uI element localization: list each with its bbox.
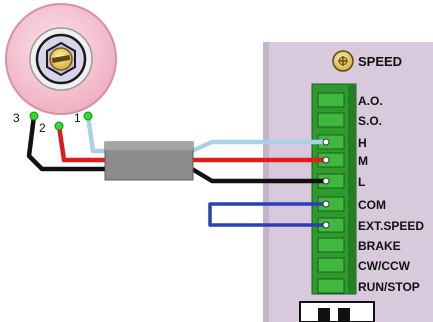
terminal-label-cw-ccw: CW/CCW — [358, 259, 411, 273]
terminal-slot-cw-ccw — [317, 257, 345, 273]
terminal-block — [311, 83, 357, 295]
jumper-wire — [208, 202, 326, 227]
pin-3-dot — [29, 111, 39, 121]
pot-wire-l — [26, 115, 108, 172]
pin-2-dot — [54, 121, 64, 131]
speed-label: SPEED — [358, 54, 402, 69]
pin-label-3: 3 — [13, 111, 20, 125]
pin-label-1: 1 — [74, 111, 81, 125]
terminal-label-brake: BRAKE — [358, 239, 401, 253]
terminal-slot-run-stop — [317, 278, 345, 294]
pot-wire-m — [56, 125, 108, 163]
wire-h — [191, 139, 326, 154]
pin-label-2: 2 — [39, 121, 46, 135]
terminal-label-a-o: A.O. — [358, 94, 383, 108]
terminal-slot-brake — [317, 237, 345, 253]
terminal-label-h: H — [358, 136, 367, 150]
terminal-slot-a-o — [317, 92, 345, 108]
terminal-h-contact — [322, 138, 330, 146]
bottom-connector — [299, 301, 375, 322]
pot-wire-h — [85, 115, 108, 154]
terminal-com-contact — [322, 200, 330, 208]
terminal-label-s-o: S.O. — [358, 114, 382, 128]
terminal-label-l: L — [358, 175, 365, 189]
pin-1-dot — [83, 111, 93, 121]
terminal-label-ext-speed: EXT.SPEED — [358, 219, 424, 233]
speed-knob-icon — [332, 50, 354, 72]
terminal-label-m: M — [358, 154, 368, 168]
terminal-slot-s-o — [317, 112, 345, 128]
terminal-label-com: COM — [358, 198, 386, 212]
wire-l — [190, 167, 326, 184]
terminal-l-contact — [322, 177, 330, 185]
terminal-m-contact — [322, 156, 330, 164]
terminal-ext-speed-contact — [322, 221, 330, 229]
potentiometer-icon — [5, 3, 117, 115]
terminal-label-run-stop: RUN/STOP — [358, 280, 420, 294]
